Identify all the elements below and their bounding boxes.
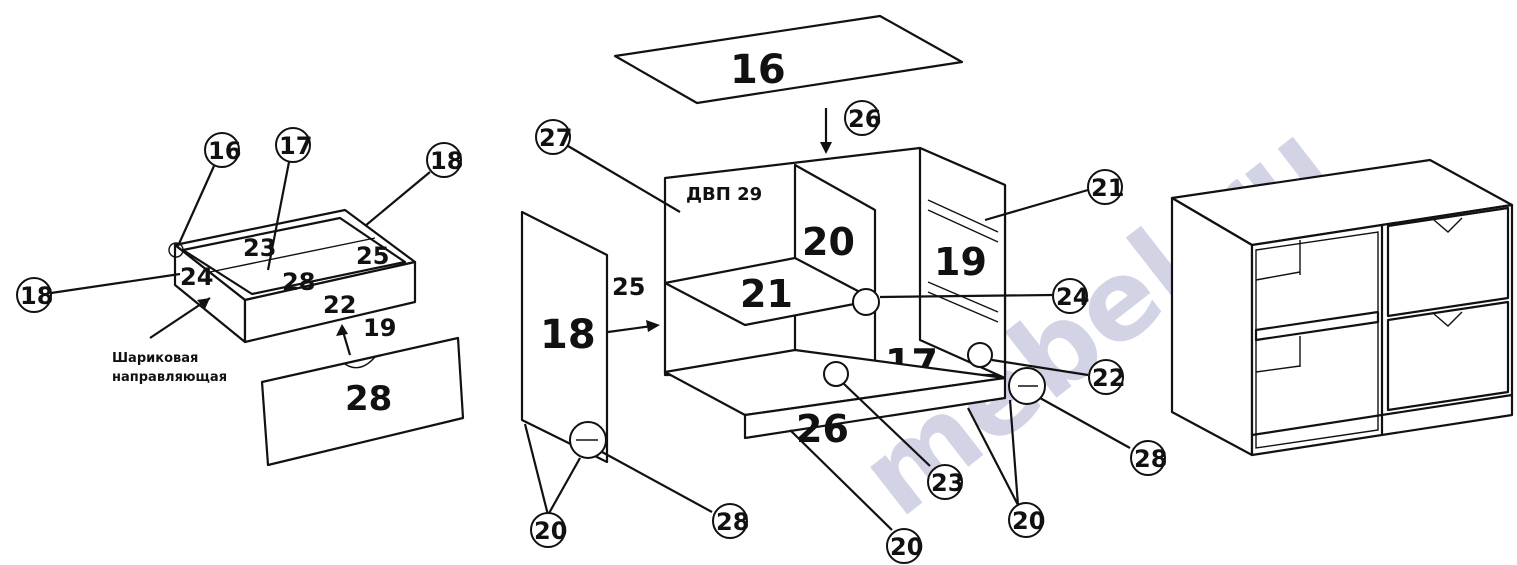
- inner-edge-c: [1255, 365, 1301, 373]
- drawer-label-22: 22: [323, 291, 356, 319]
- callout-20-left: 20: [534, 517, 567, 545]
- partition-label: 20: [802, 220, 855, 264]
- leader-23: [843, 383, 931, 467]
- drawer-assembly: 23 24 28 25 22 19 28 16 17 18 18 Шариков…: [16, 127, 465, 467]
- left-side-panel: [520, 210, 609, 464]
- drawer-inner: [181, 216, 407, 296]
- leader-18-top: [364, 171, 431, 227]
- leader-16: [176, 165, 216, 247]
- callout-circle-28-right: [1130, 440, 1166, 476]
- callout-circle-20-mid: [886, 528, 922, 564]
- callout-22: 22: [1092, 364, 1125, 392]
- assembled-cabinet: [1170, 158, 1514, 457]
- drawer-front-panel: [260, 336, 465, 467]
- drawer-front-inner: [243, 260, 417, 344]
- arrowhead-19: [336, 324, 348, 336]
- callout-circle-17: [275, 127, 311, 163]
- drawer-divider: [209, 237, 376, 273]
- callout-21: 21: [1091, 174, 1124, 202]
- drawer-callout-18-left: 18: [20, 282, 53, 310]
- ballslide-note-line1: Шариковая: [112, 351, 198, 366]
- carcass-assembly: 16 26 ДВП 29 19 20 21 17 26 18: [520, 14, 1167, 564]
- callout-24: 24: [1056, 283, 1089, 311]
- drawer-label-24: 24: [180, 263, 213, 291]
- drawer-upper-handle: [1433, 217, 1463, 233]
- right-inner-label: 19: [934, 240, 987, 284]
- leader-20-mid: [789, 429, 893, 531]
- callout-circle-20-right: [1008, 502, 1044, 538]
- arrow-ballslide: [149, 297, 211, 339]
- leader-20-left-a: [523, 423, 550, 516]
- leader-28-right: [1039, 397, 1131, 449]
- arrowhead-top-down: [820, 142, 832, 154]
- callout-circle-20-left: [530, 512, 566, 548]
- hole-22: [967, 342, 993, 368]
- callout-20-right: 20: [1012, 507, 1045, 535]
- leader-21: [984, 188, 1089, 222]
- callout-circle-26-top: [844, 100, 880, 136]
- leader-28-left: [601, 451, 713, 513]
- base-strip: [743, 376, 1007, 440]
- arrow-side-in: [607, 324, 653, 334]
- callout-circle-28-left: [712, 503, 748, 539]
- open-compartment: [1255, 231, 1379, 449]
- leader-20-left-b: [547, 457, 581, 516]
- callout-28-left: 28: [716, 508, 749, 536]
- runner-upper-b: [927, 209, 999, 243]
- top-panel-label: 16: [730, 47, 786, 93]
- drawer-callout-16: 16: [208, 137, 241, 165]
- callout-27: 27: [539, 124, 572, 152]
- hole-23: [823, 361, 849, 387]
- drawer-label-28: 28: [282, 268, 315, 296]
- leader-22: [991, 358, 1089, 377]
- drawer-label-19: 19: [363, 314, 396, 342]
- hole-24: [852, 288, 880, 316]
- callout-20-mid: 20: [890, 533, 923, 561]
- drawer-upper: [1386, 206, 1510, 318]
- callout-23: 23: [931, 469, 964, 497]
- callout-circle-21: [1087, 169, 1123, 205]
- callout-circle-22: [1088, 359, 1124, 395]
- drawer-callout-17: 17: [279, 132, 312, 160]
- drawer-front-label-28: 28: [345, 379, 392, 419]
- callout-26-top: 26: [848, 105, 881, 133]
- callout-circle-27: [535, 119, 571, 155]
- arrowhead-ballslide: [197, 298, 210, 309]
- cabinet-plinth-line: [1251, 393, 1513, 437]
- callout-28-right: 28: [1134, 445, 1167, 473]
- leader-17: [266, 161, 291, 271]
- callout-25: 25: [612, 273, 645, 301]
- callout-circle-23: [927, 464, 963, 500]
- leader-20-right-b: [1008, 399, 1020, 506]
- leader-27: [567, 145, 681, 213]
- inner-edge-a: [1255, 271, 1301, 281]
- callout-circle-16: [204, 132, 240, 168]
- cabinet-shelf: [1254, 310, 1380, 342]
- arrowhead-side-in: [646, 320, 660, 332]
- ballslide-note-line2: направляющая: [112, 370, 227, 385]
- callout-circle-18-left: [16, 277, 52, 313]
- drawer-lower: [1386, 300, 1510, 412]
- drawer-callout-18-top: 18: [430, 147, 463, 175]
- left-side-label: 18: [540, 312, 596, 358]
- screw-mark: [168, 242, 184, 258]
- callout-circle-24: [1052, 278, 1088, 314]
- leader-18-left: [50, 272, 181, 295]
- callout-circle-18-top: [426, 142, 462, 178]
- leader-20-right-a: [967, 407, 1019, 506]
- drawer-label-25: 25: [356, 242, 389, 270]
- shelf-left-label: 21: [740, 272, 793, 316]
- back-panel-text: ДВП 29: [686, 184, 762, 205]
- top-panel: [613, 14, 964, 105]
- drawer-handle-notch: [344, 356, 376, 369]
- leader-24: [879, 293, 1053, 299]
- drawer-lower-handle: [1433, 311, 1463, 327]
- runner-upper-a: [927, 199, 999, 233]
